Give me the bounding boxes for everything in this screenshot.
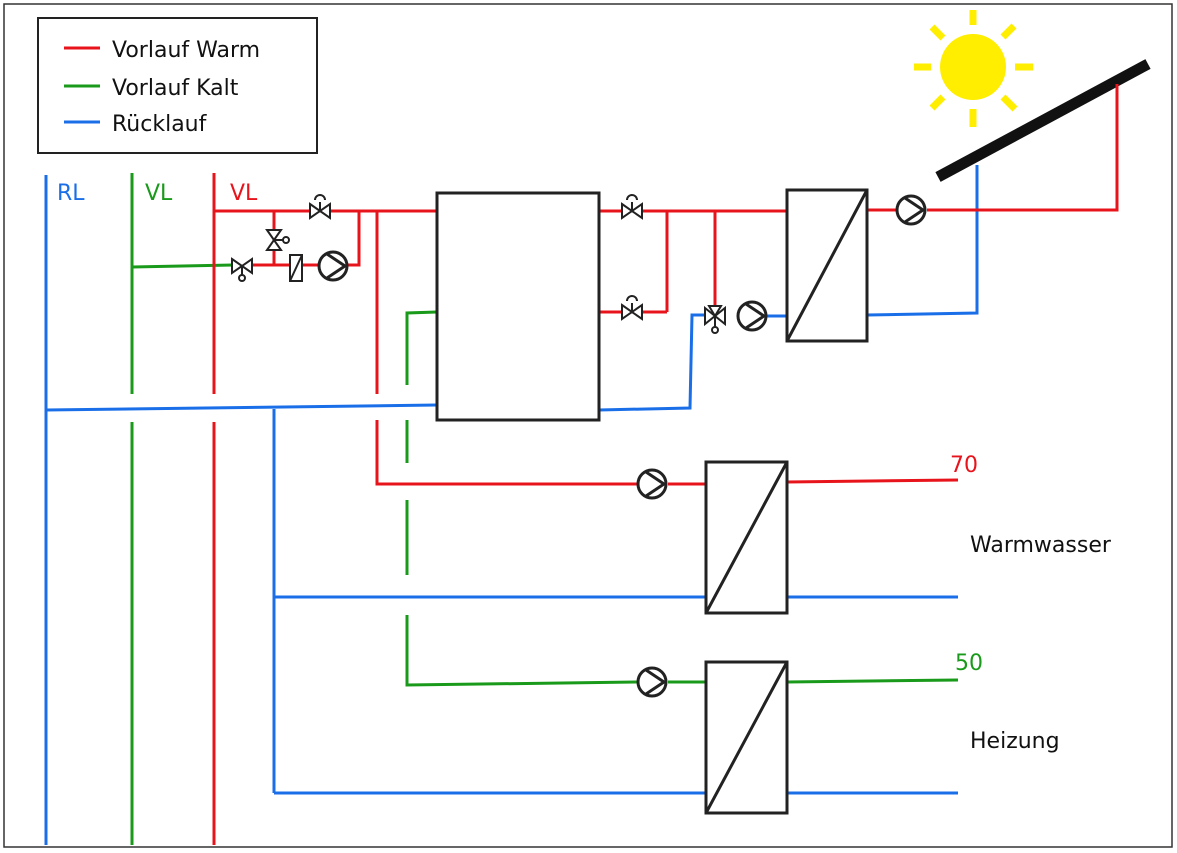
heating-label: Heizung (970, 729, 1060, 754)
return-main-line (45, 403, 438, 412)
solar-collector-icon (935, 59, 1151, 182)
diagram-frame (3, 3, 1173, 848)
pump-icon (636, 468, 668, 500)
heat-exchanger-heating (704, 660, 789, 815)
pump-icon (317, 250, 349, 282)
three-way-valve-icon (704, 305, 726, 334)
heat-exchanger-solar (785, 188, 869, 343)
valve-icon (309, 194, 331, 219)
legend-label-return: Rücklauf (112, 112, 208, 137)
storage-tank-icon (435, 191, 601, 422)
return-header-label: RL (57, 181, 85, 206)
check-valve-icon (289, 254, 303, 282)
warmwater-temp-label: 70 (950, 453, 978, 478)
legend-label-cold: Vorlauf Kalt (112, 76, 239, 101)
valve-icon (265, 229, 290, 251)
cold-lines (130, 173, 959, 845)
heat-exchanger-warmwater (704, 460, 789, 615)
valve-icon (231, 258, 253, 282)
pump-icon (736, 300, 768, 332)
legend: Vorlauf Warm Vorlauf Kalt Rücklauf (37, 17, 318, 154)
warm-header-label: VL (230, 181, 258, 206)
return-lines (44, 165, 979, 845)
heating-temp-label: 50 (955, 651, 983, 676)
warmwater-label: Warmwasser (970, 533, 1112, 558)
valve-icon (621, 295, 643, 320)
sun-icon (914, 10, 1033, 127)
legend-label-warm: Vorlauf Warm (112, 38, 260, 63)
pump-icon (636, 666, 668, 698)
warm-lines (212, 84, 1119, 845)
valve-icon (621, 194, 643, 219)
pump-icon (895, 194, 927, 226)
cold-header-label: VL (145, 181, 173, 206)
